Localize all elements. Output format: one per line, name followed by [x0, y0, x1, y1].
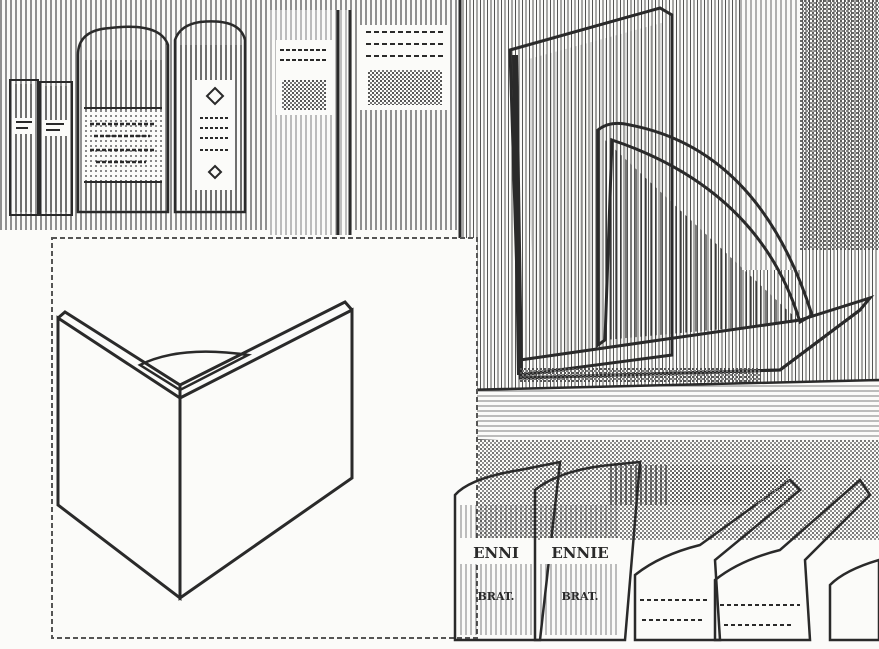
book-spine [9, 79, 39, 216]
top-left-bookshelf [0, 0, 462, 245]
book-spine [76, 25, 170, 214]
bottom-right-bookshelf: ENNI BRAT. ENNIE BRAT. [453, 440, 879, 649]
shelf-scene [460, 0, 879, 457]
book-title: ENNI [473, 544, 519, 562]
book-spine: ENNIE BRAT. [533, 460, 642, 642]
shelf-board [464, 378, 879, 457]
book-spine [276, 40, 332, 115]
book-spine: ENNI BRAT. [453, 460, 562, 642]
book-title: ENNIE [551, 544, 608, 562]
book-spine [39, 81, 73, 216]
inset-detail [51, 237, 478, 639]
book-spine [173, 20, 247, 214]
book-spine [360, 25, 450, 110]
book-subtitle: BRAT. [562, 590, 599, 603]
corner-bookend [56, 300, 354, 602]
bookend-brace [596, 121, 814, 348]
book-subtitle: BRAT. [478, 590, 515, 603]
book-spine [713, 478, 872, 642]
